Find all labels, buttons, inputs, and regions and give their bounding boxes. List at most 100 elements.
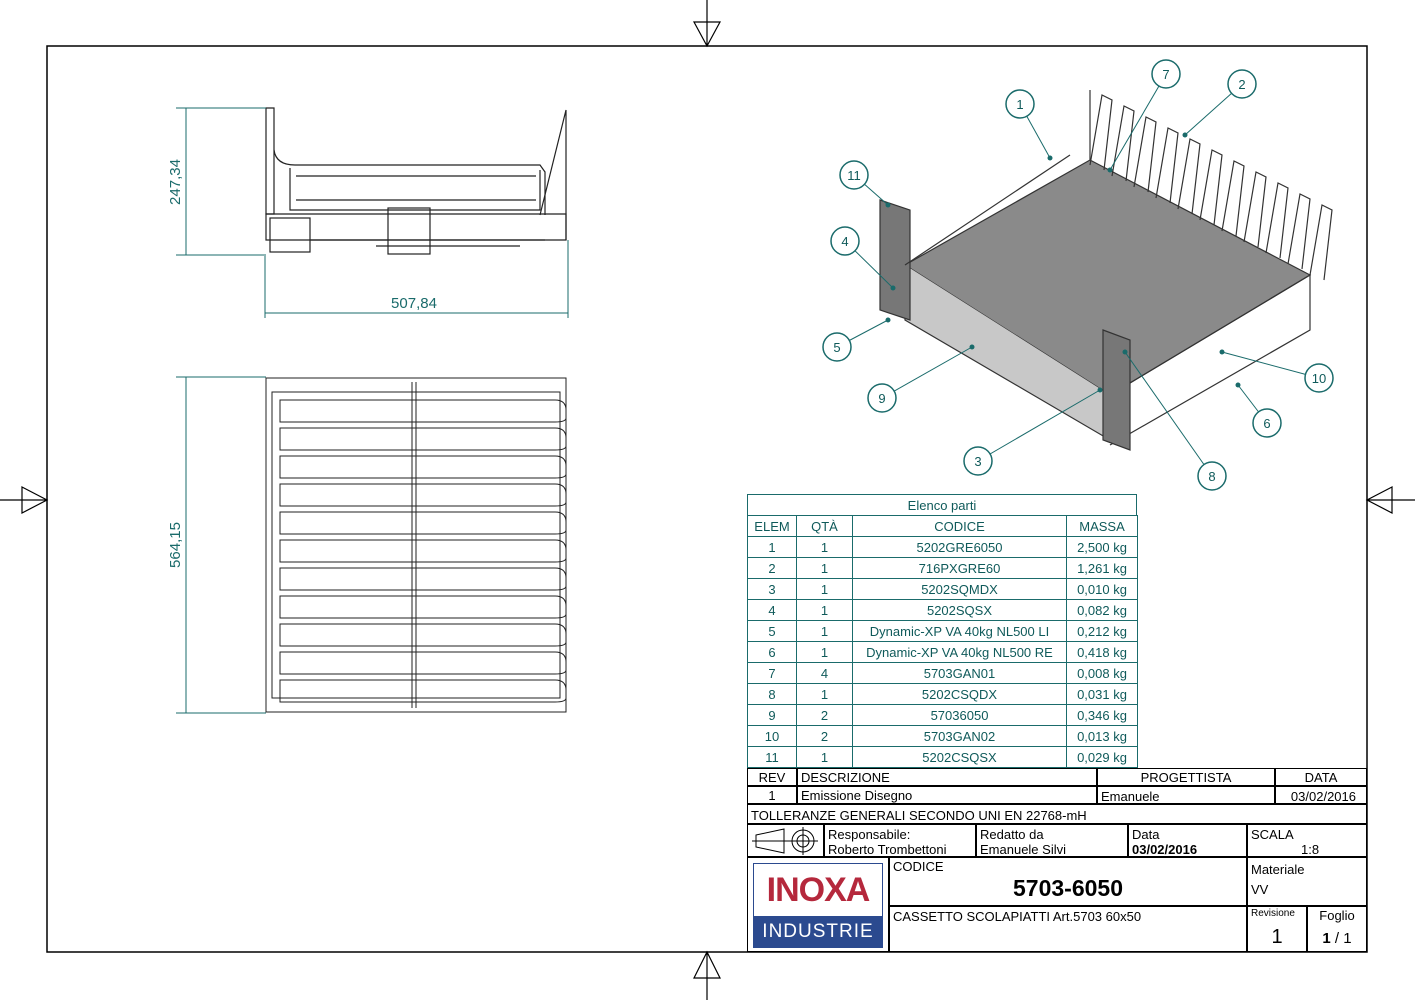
dim-width: 564,15 [167, 522, 184, 568]
parts-cell: 5703GAN02 [852, 725, 1067, 747]
parts-cell: 0,418 kg [1066, 641, 1138, 663]
material-label: Materiale [1251, 862, 1305, 877]
svg-text:8: 8 [1208, 469, 1215, 484]
parts-cell: 0,031 kg [1066, 683, 1138, 705]
balloon-11: 11 [839, 160, 891, 208]
parts-cell: 5202CSQDX [852, 683, 1067, 705]
dim-height: 247,34 [167, 159, 184, 205]
slat [279, 455, 567, 479]
slat [279, 595, 567, 619]
designer-value: Emanuele [1097, 786, 1275, 804]
parts-cell: 0,212 kg [1066, 620, 1138, 642]
parts-cell: Dynamic-XP VA 40kg NL500 RE [852, 641, 1067, 663]
parts-cell: 2,500 kg [1066, 536, 1138, 558]
parts-list-title: Elenco parti [747, 494, 1137, 516]
side-view [265, 107, 567, 255]
slat [279, 623, 567, 647]
parts-cell: 5 [747, 620, 797, 642]
parts-cell: 7 [747, 662, 797, 684]
parts-cell: 0,008 kg [1066, 662, 1138, 684]
company-logo: INOXA INDUSTRIE [747, 857, 889, 952]
slat [279, 483, 567, 507]
parts-cell: 0,013 kg [1066, 725, 1138, 747]
plate-fin [1133, 116, 1157, 193]
parts-header: MASSA [1066, 515, 1138, 537]
rev-header: REV [747, 768, 797, 786]
drawn-by-label: Redatto da [980, 827, 1044, 842]
parts-cell: 5202SQSX [852, 599, 1067, 621]
projection-symbol-icon [747, 824, 824, 857]
slat [279, 679, 567, 703]
parts-cell: 4 [796, 662, 853, 684]
parts-cell: 1,261 kg [1066, 557, 1138, 579]
parts-cell: 2 [796, 704, 853, 726]
plate-fin [1155, 127, 1179, 204]
plate-fin [1287, 193, 1311, 270]
slat [279, 539, 567, 563]
parts-cell: 5202SQMDX [852, 578, 1067, 600]
scale-label: SCALA [1251, 827, 1294, 842]
data-value: 03/02/2016 [1132, 842, 1198, 857]
balloon-7: 7 [1107, 59, 1181, 173]
parts-cell: 0,082 kg [1066, 599, 1138, 621]
svg-text:3: 3 [974, 454, 981, 469]
plate-fin [1177, 138, 1201, 215]
parts-cell: 11 [747, 746, 797, 768]
parts-cell: 6 [747, 641, 797, 663]
parts-cell: 0,029 kg [1066, 746, 1138, 768]
description-value: Emissione Disegno [797, 786, 1097, 804]
balloon-9: 9 [867, 344, 975, 413]
parts-cell: 10 [747, 725, 797, 747]
parts-cell: 1 [747, 536, 797, 558]
designer-header: PROGETTISTA [1097, 768, 1275, 786]
slat [279, 427, 567, 451]
plate-fin [1111, 105, 1135, 182]
parts-cell: 9 [747, 704, 797, 726]
slat [279, 651, 567, 675]
dim-length: 507,84 [391, 295, 437, 312]
balloon-10: 10 [1219, 349, 1334, 393]
parts-cell: 1 [796, 578, 853, 600]
svg-text:5: 5 [833, 340, 840, 355]
parts-cell: 5202CSQSX [852, 746, 1067, 768]
code-value: 5703-6050 [1013, 875, 1123, 901]
parts-cell: 5703GAN01 [852, 662, 1067, 684]
sheet-total: / 1 [1334, 930, 1352, 947]
balloon-3: 3 [963, 387, 1103, 476]
revision-cell: Revisione 1 [1247, 906, 1307, 952]
isometric-view [879, 90, 1333, 451]
parts-cell: 2 [796, 725, 853, 747]
parts-cell: 8 [747, 683, 797, 705]
parts-cell: 1 [796, 683, 853, 705]
data-label: Data [1132, 827, 1160, 842]
revision-value: 1 [1271, 926, 1283, 948]
slat [279, 399, 567, 423]
parts-cell: 2 [747, 557, 797, 579]
balloon-6: 6 [1235, 382, 1282, 438]
parts-cell: 1 [796, 557, 853, 579]
dimension-lines [176, 107, 569, 714]
date-value: 03/02/2016 [1275, 786, 1367, 804]
svg-text:6: 6 [1263, 416, 1270, 431]
parts-header: CODICE [852, 515, 1067, 537]
revision-label: Revisione [1251, 908, 1295, 919]
plate-fin [1309, 204, 1333, 281]
material-value: VV [1251, 882, 1269, 897]
sheet-label: Foglio [1319, 908, 1355, 923]
parts-cell: 4 [747, 599, 797, 621]
svg-text:2: 2 [1238, 77, 1245, 92]
code-label: CODICE [893, 859, 944, 874]
parts-cell: 716PXGRE60 [852, 557, 1067, 579]
sheet-number: 1 [1322, 930, 1331, 947]
drawing-title: CASSETTO SCOLAPIATTI Art.5703 60x50 [889, 906, 1247, 952]
parts-cell: 1 [796, 536, 853, 558]
balloon-1: 1 [1005, 89, 1053, 161]
parts-cell: 0,346 kg [1066, 704, 1138, 726]
svg-text:10: 10 [1312, 371, 1326, 386]
